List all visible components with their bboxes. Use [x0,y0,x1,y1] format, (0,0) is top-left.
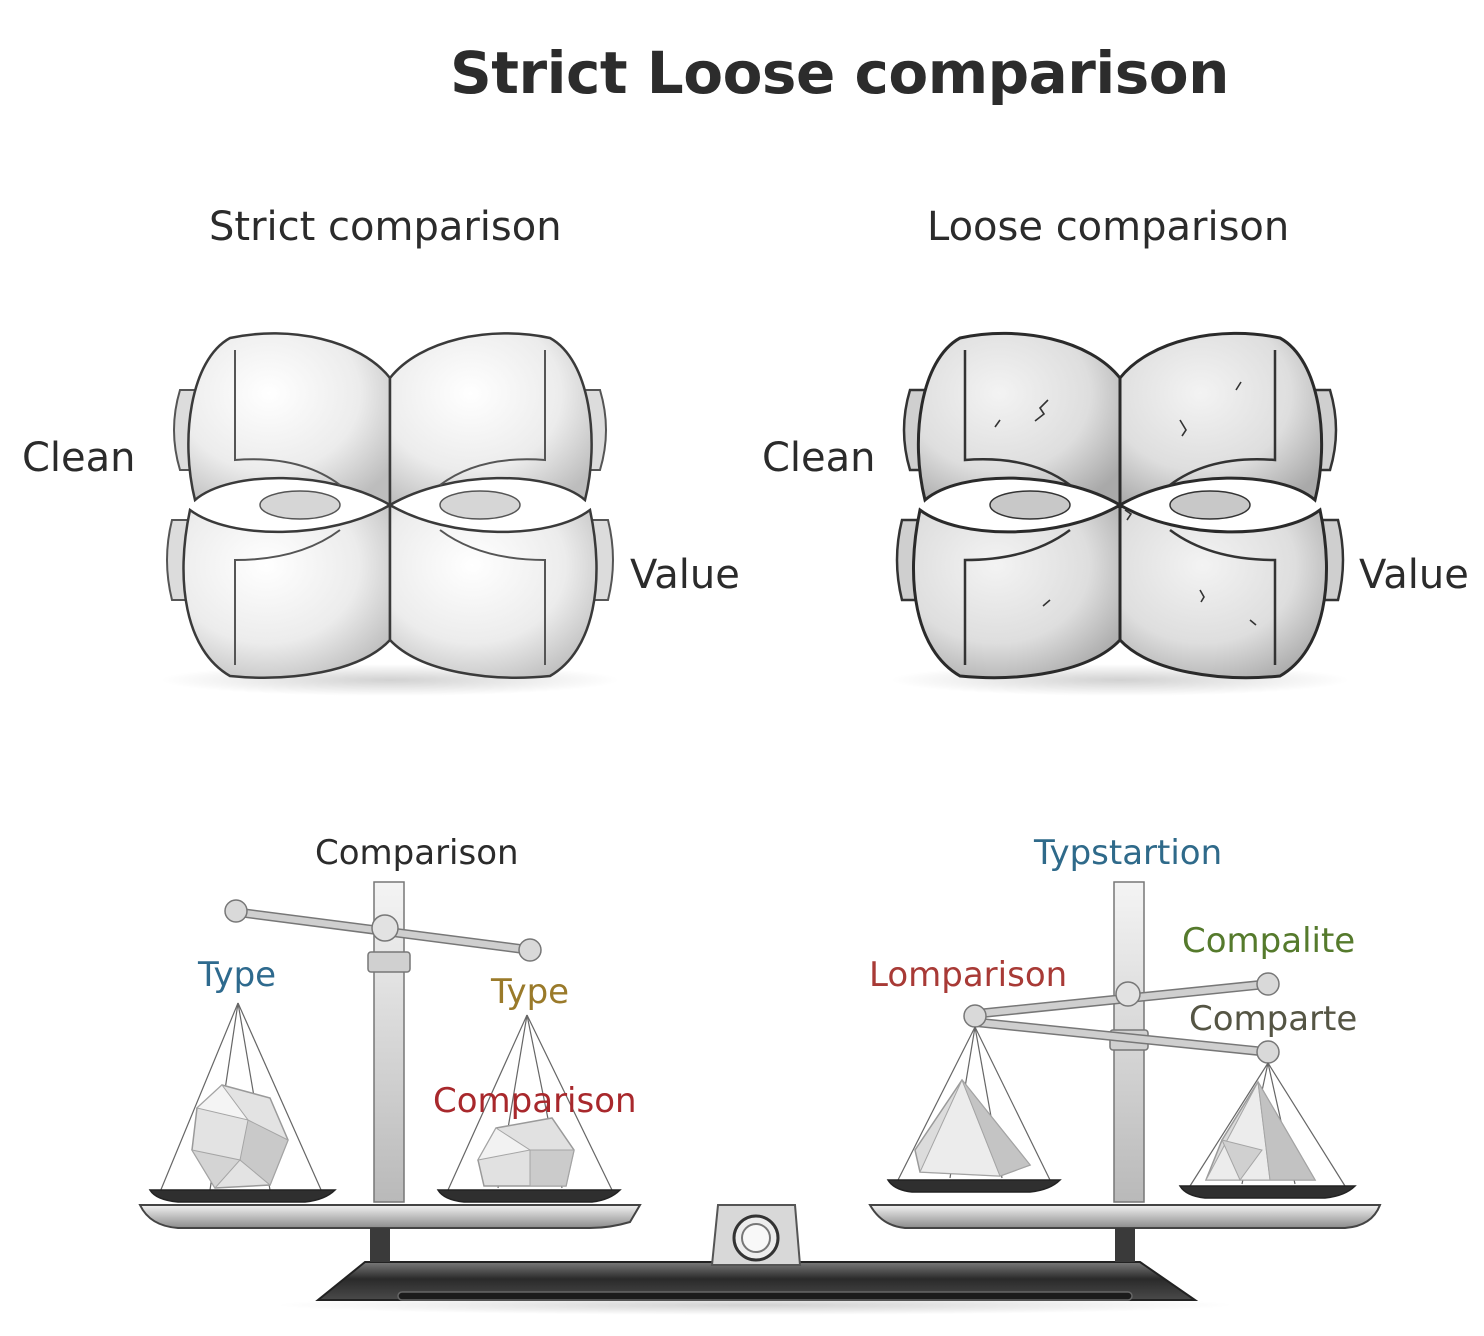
loose-right-label-upper: Compalite [1182,921,1356,961]
loose-left-label: Clean [762,435,876,481]
loose-right-label-lower: Comparte [1189,999,1358,1039]
clean-cube-icon [160,332,620,696]
loose-balance-scale [886,881,1357,1203]
strict-heading: Strict comparison [209,204,562,250]
loose-right-label: Value [1359,552,1469,598]
gem-icon-right [477,1117,575,1187]
strict-right-pan-label: Type [491,972,570,1012]
strict-right-pan-sublabel: Comparison [433,1081,637,1121]
strict-left-label: Clean [22,435,136,481]
page-title: Strict Loose comparison [450,39,1229,107]
strict-right-label: Value [630,552,740,598]
strict-left-pan-label: Type [198,955,277,995]
loose-scale-top-label: Typstartion [1034,833,1223,873]
strict-balance-scale [148,881,622,1203]
loose-heading: Loose comparison [927,204,1290,250]
pyramid-icon-right [1204,1080,1317,1181]
pyramid-icon-left [914,1078,1032,1177]
strict-scale-top-label: Comparison [315,833,519,873]
cracked-cube-icon [890,331,1350,696]
center-knob-icon [710,1204,802,1266]
loose-left-label-scale: Lomparison [869,955,1068,995]
gem-icon-left [190,1084,289,1189]
balance-base [138,1204,1382,1315]
